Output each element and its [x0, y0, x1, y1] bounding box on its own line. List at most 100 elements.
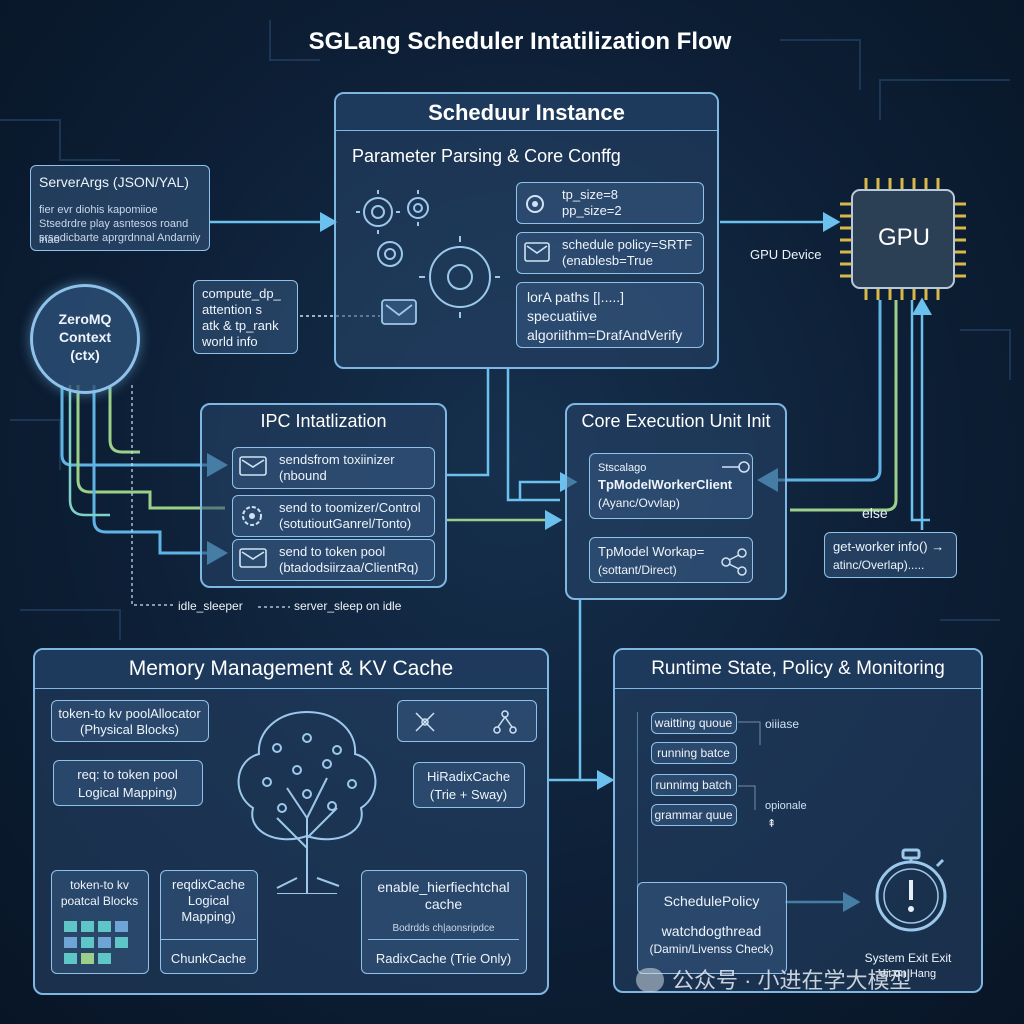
waiting-queue: waitting quoue: [651, 712, 737, 734]
pp-size-line: pp_size=2: [562, 203, 622, 218]
queue-label: running batce: [657, 746, 730, 760]
gpu-device-label: GPU Device: [750, 247, 822, 262]
server-args-line: srsedicbarte aprgrdnnal Andarniy: [39, 232, 201, 244]
network-icons-box: [397, 700, 537, 742]
zeromq-line: (ctx): [70, 347, 100, 363]
tree-icon: [237, 710, 377, 894]
queue-label: runnimg batch: [655, 778, 732, 792]
envelope-icon: [239, 456, 267, 476]
memory-blocks-icon: [64, 921, 128, 964]
enable-sub-label: Bodrdds ch|aonsripdce: [392, 923, 495, 934]
compute-line: atk & tp_rank: [202, 318, 279, 333]
system-exit-line: System Exit Exit: [864, 951, 952, 965]
hiradix-cache-box: HiRadixCache (Trie + Sway): [413, 762, 525, 808]
lora-line: specuatiive: [527, 308, 598, 324]
schedule-policy-box: schedule policy=SRTF (enablesb=True: [516, 232, 704, 274]
schedule-policy-line: (enablesb=True: [562, 253, 653, 268]
server-args-line: Stsedrdre play asntesos roand inao: [39, 218, 189, 246]
zeromq-line: Context: [58, 329, 112, 345]
chunk-cache-label: ChunkCache: [170, 951, 247, 966]
optional-label: oiiiase: [765, 717, 800, 731]
hiradix-line: (Trie + Sway): [429, 787, 508, 802]
queue-label: waitting quoue: [654, 716, 733, 730]
core-execution-title: Core Execution Unit Init: [581, 411, 771, 431]
running-batch: runnimg batch: [651, 774, 737, 796]
req-token-pool-box: req: to token pool Logical Mapping): [53, 760, 203, 806]
client-line: Stscalago: [598, 462, 647, 474]
zeromq-line: ZeroMQ: [58, 311, 112, 327]
hiradix-line: HiRadixCache: [426, 769, 511, 784]
tp-model-worker-client-box: Stscalago TpModelWorkerClient (Ayanc/Ovv…: [589, 453, 753, 519]
enable-hierarchical-cache-box: enable_hierfiechtchal cache Bodrdds ch|a…: [361, 870, 527, 974]
schedule-policy-monitor-box: SchedulePolicy watchdogthread (Damin/Liv…: [637, 882, 787, 974]
network-nodes-icon: [721, 548, 747, 576]
scheduler-subtitle: Parameter Parsing & Core Conffg: [352, 146, 621, 166]
radix-trie-label: RadixCache (Trie Only): [375, 951, 512, 966]
memory-management-panel: Memory Management & KV Cache token-to kv…: [33, 648, 549, 995]
connector-node-icon: [722, 461, 750, 473]
watchdog-line: watchdogthread: [661, 923, 762, 939]
compute-line: world info: [202, 334, 258, 349]
compute-line: attention s: [202, 302, 262, 317]
envelope-icon: [239, 548, 267, 568]
server-args-line: fier evr diohis kapomiioe: [39, 204, 158, 216]
tp-size-line: tp_size=8: [562, 187, 619, 202]
watermark: 公众号 · 小进在学大模型: [672, 968, 912, 993]
lora-line: lorA paths [|.....]: [527, 289, 625, 305]
scheduler-instance-panel: Scheduur Instance Parameter Parsing & Co…: [334, 92, 719, 369]
ipc-item-line: send to toomizer/Control: [279, 500, 421, 515]
ipc-item-line: sendsfrom toxiinizer: [279, 452, 395, 467]
envelope-icon: [524, 242, 550, 262]
queue-label: grammar quue: [654, 808, 733, 822]
ipc-item-control: send to toomizer/Control (sotutioutGanre…: [232, 495, 435, 537]
gpu-label: GPU: [877, 224, 930, 251]
radix-cache-box: reqdixCache Logical Mapping) ChunkCache: [160, 870, 258, 974]
get-worker-line: atinc/Overlap).....: [833, 558, 925, 572]
lora-line: algoriithm=DrafAndVerify: [527, 327, 683, 343]
envelope-icon: [381, 299, 417, 325]
radix-line: Mapping): [181, 909, 236, 924]
scheduler-title: Scheduur Instance: [428, 100, 625, 125]
gear-icon: [242, 506, 262, 526]
ipc-item-line: (nbound: [279, 468, 327, 483]
worker-line: (sottant/Direct): [598, 563, 677, 577]
server-args-title: ServerArgs (JSON/YAL): [39, 174, 189, 190]
idle-sleeper-label: idle_sleeper: [178, 599, 243, 613]
ipc-title: IPC Intatlization: [260, 411, 387, 431]
client-line: TpModelWorkerClient: [598, 477, 733, 492]
kv-pool-allocator-box: token-to kv poolAllocator (Physical Bloc…: [51, 700, 209, 742]
network-nodes-icon: [415, 712, 435, 732]
diagram-title: SGLang Scheduler Intatilization Flow: [308, 28, 732, 55]
bulb-icon: ⇞: [767, 818, 777, 830]
gear-icon: [356, 190, 500, 318]
ipc-item-line: (sotutioutGanrel/Tonto): [279, 516, 412, 531]
req-line: req: to token pool: [77, 767, 178, 782]
ipc-item-recv: sendsfrom toxiinizer (nbound: [232, 447, 435, 489]
gpu-chip-icon: [840, 178, 966, 300]
physical-line: poatcal Blocks: [60, 894, 139, 908]
server-sleep-label: server_sleep on idle: [294, 599, 402, 613]
zeromq-context-node: ZeroMQ Context (ctx): [30, 284, 140, 394]
req-line: Logical Mapping): [77, 785, 177, 800]
worker-line: TpModel Workap=: [598, 544, 705, 559]
physical-line: token-to kv: [70, 878, 129, 892]
ipc-item-line: send to token pool: [279, 544, 386, 559]
tp-model-worker-box: TpModel Workap= (sottant/Direct): [589, 537, 753, 583]
ipc-initialization-panel: IPC Intatlization sendsfrom toxiinizer (…: [200, 403, 447, 588]
schedule-policy-label: SchedulePolicy: [663, 893, 760, 909]
grammar-queue: grammar quue: [651, 804, 737, 826]
runtime-state-panel: Runtime State, Policy & Monitoring waitt…: [613, 648, 983, 993]
radix-line: reqdixCache: [172, 877, 245, 892]
network-nodes-icon: [493, 710, 517, 734]
core-execution-panel: Core Execution Unit Init Stscalago TpMod…: [565, 403, 787, 600]
runtime-title: Runtime State, Policy & Monitoring: [651, 658, 945, 679]
radix-line: Logical: [187, 893, 230, 908]
optional-label: opionale: [765, 800, 807, 812]
tp-size-box: tp_size=8 pp_size=2: [516, 182, 704, 224]
lora-paths-box: lorA paths [|.....] specuatiive algoriit…: [516, 282, 704, 348]
enable-line: cache: [424, 896, 463, 912]
allocator-line: token-to kv poolAllocator: [58, 706, 201, 721]
allocator-line: (Physical Blocks): [80, 722, 179, 737]
gear-icon: [526, 195, 544, 213]
